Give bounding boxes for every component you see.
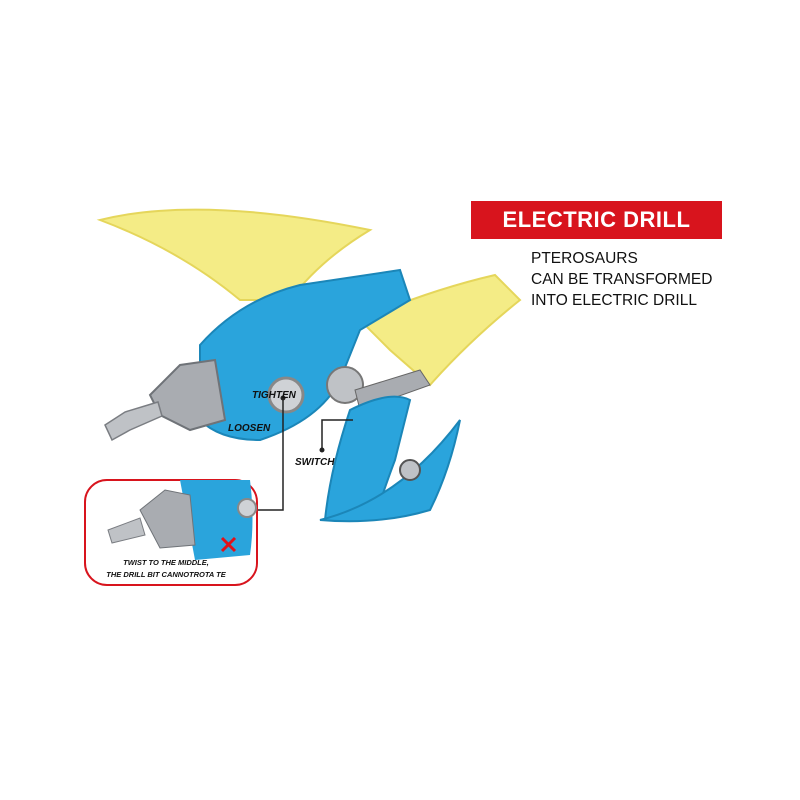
inset-note-line: TWIST TO THE MIDDLE, bbox=[123, 558, 209, 567]
left-wing bbox=[96, 208, 373, 301]
drill-chuck bbox=[148, 358, 227, 432]
tail-wing bbox=[319, 419, 461, 523]
description-line: CAN BE TRANSFORMED bbox=[531, 271, 713, 288]
loosen-label: LOOSEN bbox=[228, 423, 271, 434]
inset-dial bbox=[237, 498, 257, 518]
switch-leader-line bbox=[321, 419, 353, 450]
inset-chuck bbox=[139, 489, 196, 549]
dial-leader-line bbox=[250, 398, 284, 511]
tighten-label: TIGHTEN bbox=[252, 390, 296, 401]
joint-bolt bbox=[326, 366, 364, 404]
inset-note-line: THE DRILL BIT CANNOTROTA TE bbox=[106, 570, 226, 579]
drill-body bbox=[199, 268, 412, 442]
inset-bit bbox=[107, 517, 146, 544]
electric-drill-banner: ELECTRIC DRILL bbox=[471, 201, 722, 239]
tail-bolt bbox=[399, 459, 421, 481]
description-line: INTO ELECTRIC DRILL bbox=[531, 292, 697, 309]
right-wing bbox=[358, 273, 522, 387]
switch-label: SWITCH bbox=[295, 457, 335, 468]
description: PTEROSAURS CAN BE TRANSFORMED INTO ELECT… bbox=[531, 248, 712, 311]
description-line: PTEROSAURS bbox=[531, 250, 638, 267]
tighten-loosen-dial bbox=[267, 376, 305, 414]
drill-bit bbox=[104, 401, 163, 442]
x-mark-icon bbox=[220, 536, 237, 553]
